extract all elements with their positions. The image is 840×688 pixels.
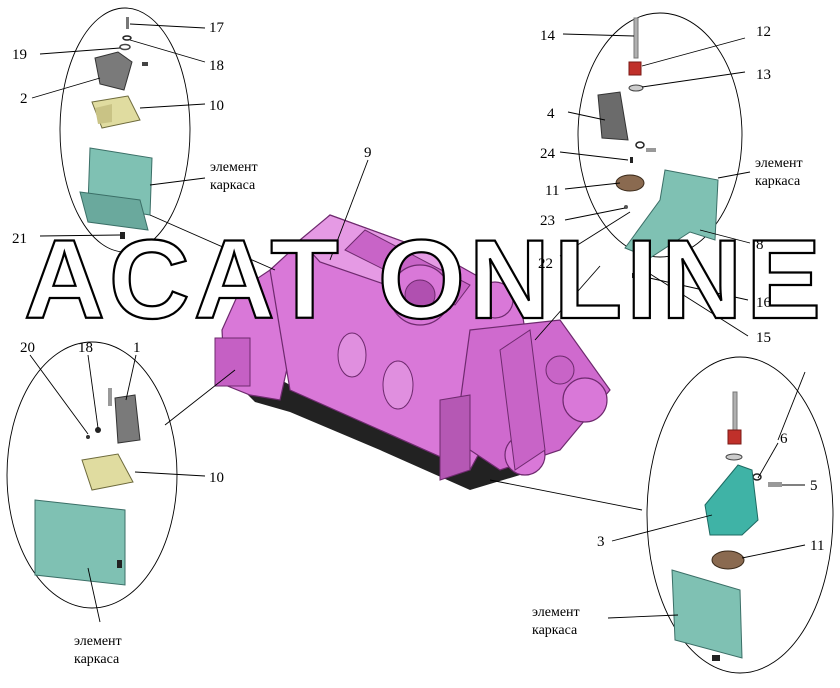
pin-20	[86, 435, 90, 439]
callout-4: 4	[547, 106, 555, 122]
tl-parts	[79, 17, 153, 239]
turbo-outlet	[476, 281, 514, 319]
group-ellipse-bottom-right	[646, 356, 834, 674]
frame-labels: элемент каркаса элемент каркаса элемент …	[74, 156, 803, 667]
callout-3: 3	[597, 534, 605, 550]
callout-10-bottom: 10	[209, 470, 224, 486]
callout-22: 22	[538, 256, 553, 272]
callout-23: 23	[540, 213, 555, 229]
washer-18	[122, 35, 132, 41]
oil-filter	[337, 332, 367, 378]
nut-br	[712, 655, 720, 661]
mount-11-bottom	[711, 550, 745, 570]
rubber-mount-10-top-side	[95, 104, 112, 124]
washer-tr	[635, 141, 645, 149]
group-ellipse-top-right	[577, 12, 743, 258]
pulley-3	[545, 355, 575, 385]
frame-label-br-2: каркаса	[532, 623, 578, 638]
mount-11-top	[615, 174, 645, 192]
callout-12: 12	[756, 24, 771, 40]
callout-17: 17	[209, 20, 225, 36]
bolt-tr	[646, 148, 656, 152]
fuel-filter	[382, 360, 414, 410]
bushing-br	[727, 429, 742, 445]
callout-21: 21	[12, 231, 27, 247]
callout-20: 20	[20, 340, 35, 356]
turbo-inlet	[404, 279, 436, 311]
callout-9: 9	[364, 145, 372, 161]
bolt-br	[732, 391, 738, 431]
callout-18-top: 18	[209, 58, 224, 74]
callout-6: 6	[780, 431, 788, 447]
frame-label-br-1: элемент	[532, 605, 580, 620]
callout-24: 24	[540, 146, 556, 162]
pulley-1	[562, 377, 608, 423]
callout-15: 15	[756, 330, 771, 346]
bolt-17	[126, 17, 129, 29]
frame-label-tr-2: каркаса	[755, 174, 801, 189]
frame-label-bl-1: элемент	[74, 634, 122, 649]
bracket-3	[704, 464, 759, 536]
callout-14: 14	[540, 28, 556, 44]
callout-2: 2	[20, 91, 28, 107]
leader-lines	[29, 23, 806, 623]
group-ellipse-top-left	[59, 7, 191, 253]
washer-13	[628, 84, 644, 92]
frame-label-tl-1: элемент	[210, 160, 258, 175]
callout-11-bottom: 11	[810, 538, 824, 554]
bolt-14	[633, 17, 639, 59]
frame-label-bl-2: каркаса	[74, 652, 120, 667]
callout-13: 13	[756, 67, 771, 83]
frame-label-tl-2: каркаса	[210, 178, 256, 193]
frame-panel-tl-flange	[79, 191, 149, 231]
nut-tl	[142, 62, 148, 66]
frame-panel-br	[671, 569, 743, 659]
bushing-12	[628, 61, 642, 76]
bl-parts	[34, 388, 141, 586]
washer-18-bl	[95, 427, 101, 433]
rubber-mount-10-bottom	[81, 453, 134, 491]
tr-parts	[597, 17, 719, 278]
callout-11-top: 11	[545, 183, 559, 199]
pin-24	[630, 157, 633, 163]
callout-18-bottom: 18	[78, 340, 93, 356]
callout-16: 16	[756, 295, 772, 311]
bolt-21	[120, 232, 125, 239]
starter	[439, 394, 471, 481]
group-ellipse-bottom-left	[6, 341, 178, 609]
front-support	[499, 329, 546, 471]
callout-10-top: 10	[209, 98, 224, 114]
bolt-bl	[108, 388, 112, 406]
washer-19	[119, 43, 131, 51]
bolt-5	[768, 482, 782, 487]
bolt-bl-bottom	[117, 560, 122, 568]
bracket-4	[597, 91, 629, 141]
frame-label-tr-1: элемент	[755, 156, 803, 171]
callouts: 17 18 19 2 10 21 9 14 12 13 4 24 11 23 2…	[12, 20, 824, 554]
frame-panel-bl	[34, 499, 126, 586]
watermark: ACAT ONLINE	[24, 217, 825, 342]
br-parts	[671, 391, 782, 661]
bracket-8	[624, 169, 719, 259]
callout-5: 5	[810, 478, 818, 494]
washer-br	[725, 453, 743, 461]
bell-housing-face	[214, 337, 251, 387]
nut-16	[632, 273, 637, 278]
callout-1: 1	[133, 340, 141, 356]
bracket-1	[114, 394, 141, 444]
callout-8: 8	[756, 237, 764, 253]
bracket-2	[94, 51, 133, 91]
callout-19: 19	[12, 47, 27, 63]
